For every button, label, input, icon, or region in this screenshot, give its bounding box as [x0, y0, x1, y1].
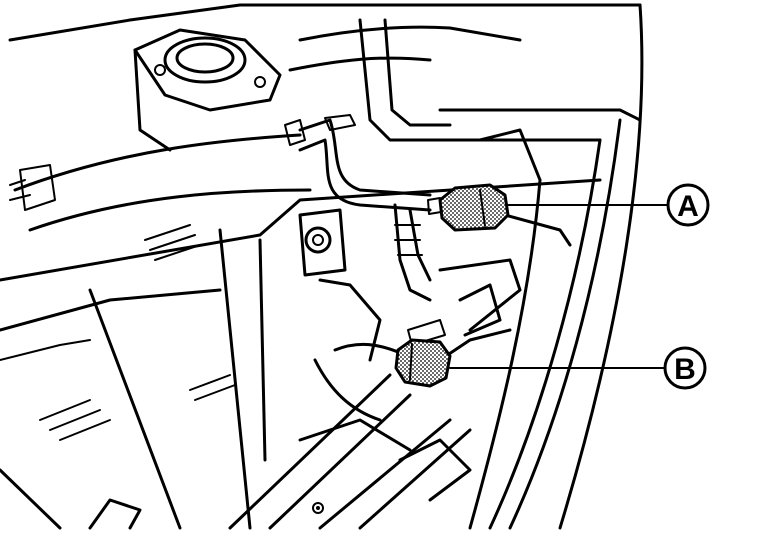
body-panel: [0, 3, 642, 530]
mid-bracket: [298, 208, 522, 362]
frame-rail: [88, 373, 472, 530]
connector-b: [394, 338, 452, 388]
harness-upper: [284, 114, 572, 302]
connector-a: [427, 183, 510, 232]
callout-b: B: [449, 346, 707, 390]
callout-b-label: B: [674, 353, 696, 386]
fender-edge: [468, 3, 644, 530]
callout-a: A: [507, 183, 710, 227]
callout-a-label: A: [677, 190, 699, 223]
reservoir-cap: [133, 28, 282, 152]
upper-hoses: [9, 18, 642, 232]
